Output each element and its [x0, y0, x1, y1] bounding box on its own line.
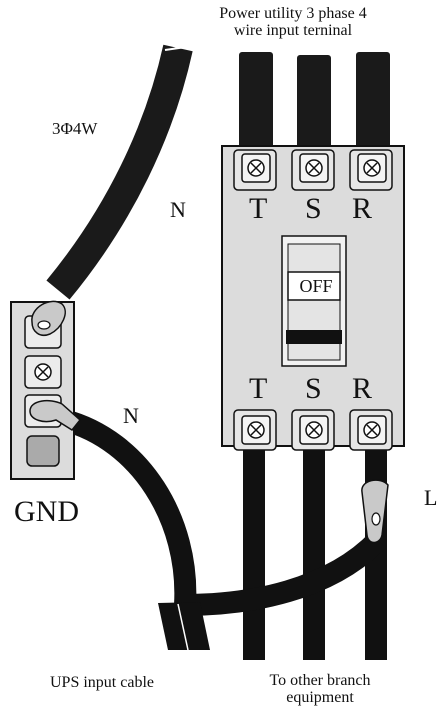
- upper-terminals: [233, 149, 393, 191]
- branch-equipment-line1: To other branch: [269, 672, 371, 689]
- phase-label-lower-s: S: [305, 372, 322, 405]
- output-cable-t: [243, 450, 265, 660]
- system-type-label: 3Φ4W: [52, 119, 98, 138]
- ups-input-cable: [158, 602, 210, 650]
- phase-label-upper-s: S: [305, 192, 322, 225]
- neutral-lower-label: N: [123, 403, 139, 428]
- line-lug: [361, 479, 389, 544]
- phase-label-upper-t: T: [249, 192, 268, 225]
- branch-equipment-line2: equipment: [286, 688, 354, 706]
- phase-label-lower-t: T: [249, 372, 268, 405]
- lower-terminals: [233, 409, 393, 451]
- ground-label: GND: [14, 495, 79, 528]
- line-label: L: [424, 485, 438, 510]
- phase-label-upper-r: R: [352, 192, 373, 225]
- output-cable-s: [303, 450, 325, 660]
- input-cable-s: [297, 55, 331, 152]
- neutral-upper-label: N: [170, 197, 186, 222]
- ups-cable-label: UPS input cable: [50, 674, 154, 691]
- utility-input-note: Power utility 3 phase 4 wire input terni…: [188, 5, 398, 40]
- breaker-state-label: OFF: [299, 276, 333, 296]
- input-cable-r: [356, 52, 390, 152]
- breaker-toggle: [287, 271, 341, 301]
- input-cable-t: [239, 52, 273, 152]
- breaker-status-bar: [286, 330, 342, 344]
- utility-input-note-line2: wire input terninal: [233, 21, 353, 39]
- phase-label-lower-r: R: [352, 372, 373, 405]
- branch-equipment-label: To other branch equipment: [235, 672, 405, 707]
- neutral-input-cable: [46, 44, 193, 300]
- ups-neutral-lug: [29, 399, 82, 431]
- utility-input-note-line1: Power utility 3 phase 4: [219, 5, 367, 22]
